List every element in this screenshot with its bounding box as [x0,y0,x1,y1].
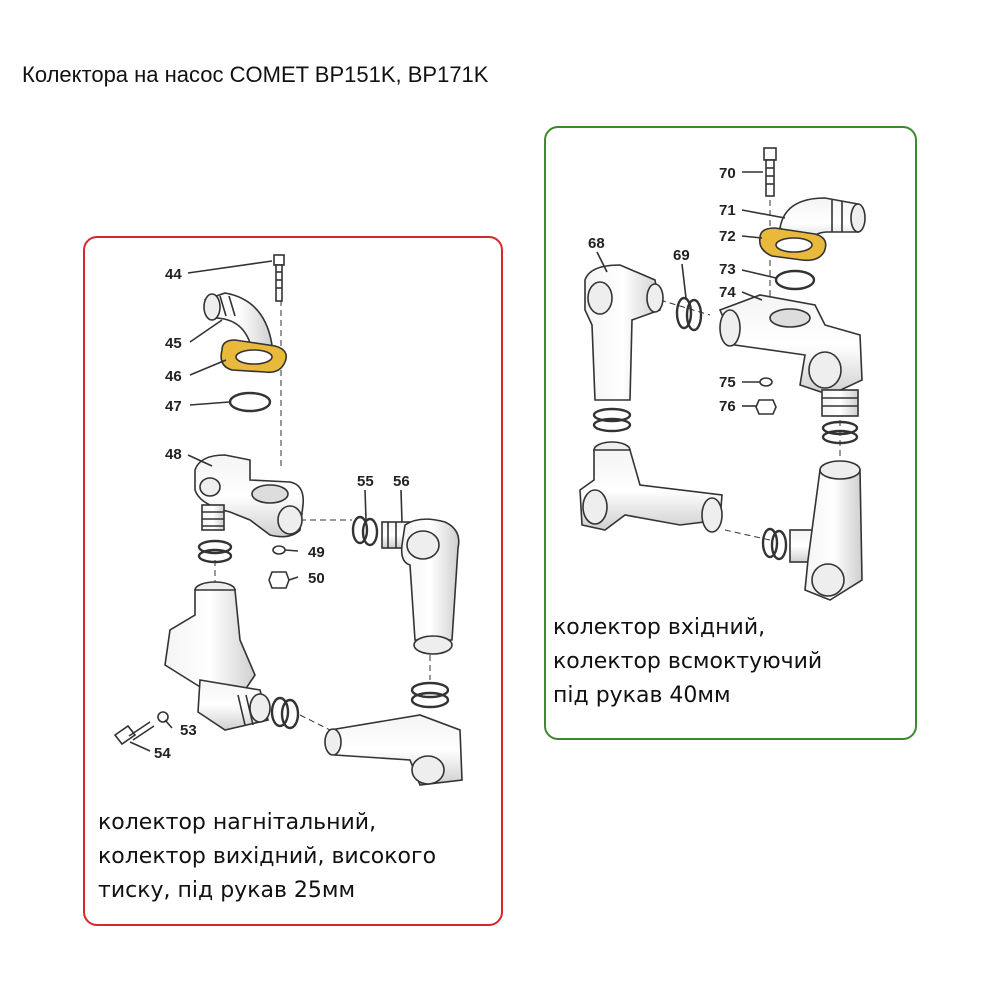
part-number: 76 [719,398,736,415]
part-number: 48 [165,446,182,463]
part-number: 50 [308,570,325,587]
part-70-bolt [763,147,777,197]
part-lower-suction-body [579,441,863,601]
part-number: 74 [719,284,736,301]
part-56-elbow [324,518,463,786]
part-number: 71 [719,202,736,219]
part-53-washer [157,711,169,723]
part-68-tee [584,264,664,433]
part-number: 69 [673,247,690,264]
part-73-o-ring [774,269,816,291]
part-54-bolt [113,721,155,746]
part-number: 49 [308,544,325,561]
part-lower-manifold [164,581,300,731]
part-55-o-ring [351,515,369,545]
caption-line: колектор нагнітальний, [98,810,377,835]
suction-manifold-panel [544,126,917,740]
caption-line: колектор вихідний, високого [98,844,437,869]
part-44-bolt [273,254,285,302]
part-48-manifold [194,454,305,564]
suction-manifold-caption: колектор вхідний, колектор всмоктуючий п… [553,611,913,713]
part-49-washer [272,545,286,555]
caption-line: колектор вхідний, [553,615,766,640]
caption-line: колектор всмоктуючий [553,649,823,674]
caption-line: під рукав 40мм [553,683,731,708]
part-number: 45 [165,335,182,352]
part-number-labels: 44 45 46 47 48 49 50 53 54 55 56 68 69 7… [154,165,736,762]
part-number: 73 [719,261,736,278]
part-number: 53 [180,722,197,739]
part-75-washer [759,377,773,387]
part-74-manifold [718,294,863,445]
part-number: 55 [357,473,374,490]
caption-line: тиску, під рукав 25мм [98,878,356,903]
part-76-nut [755,399,777,415]
part-number: 54 [154,745,171,762]
part-47-o-ring [228,391,272,413]
part-50-nut [268,571,290,589]
suction-manifold-drawing [579,147,866,601]
page-title: Колектора на насос COMET BP151K, BP171K [22,62,489,87]
part-number: 70 [719,165,736,182]
part-number: 68 [588,235,605,252]
delivery-manifold-panel [83,236,503,926]
part-number: 44 [165,266,182,283]
part-number: 47 [165,398,182,415]
part-number: 56 [393,473,410,490]
part-number: 75 [719,374,736,391]
part-45-elbow [203,292,273,351]
part-69-o-ring [675,296,693,330]
part-number: 46 [165,368,182,385]
delivery-manifold-drawing [113,254,463,786]
part-number: 72 [719,228,736,245]
delivery-manifold-caption: колектор нагнітальний, колектор вихідний… [98,806,498,908]
